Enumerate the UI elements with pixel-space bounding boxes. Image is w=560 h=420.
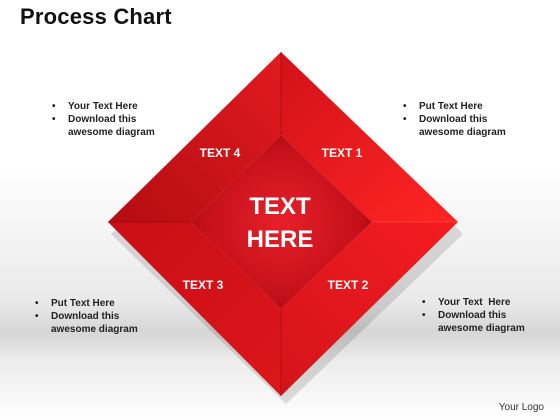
callout-top-left: Your Text Here Download this awesome dia… [52, 100, 168, 139]
callout-bottom-left: Put Text Here Download this awesome diag… [35, 297, 151, 336]
center-text-line2: HERE [247, 226, 314, 253]
callout-item: Download this awesome diagram [422, 309, 538, 335]
callout-top-right: Put Text Here Download this awesome diag… [403, 100, 519, 139]
callout-item: Put Text Here [35, 297, 151, 310]
segment-top-left [108, 52, 281, 222]
callout-item: Download this awesome diagram [403, 113, 519, 139]
page-title: Process Chart [20, 4, 172, 29]
segment-bottom-right [281, 222, 458, 396]
callout-item: Download this awesome diagram [52, 113, 168, 139]
label-text-2: TEXT 2 [328, 278, 369, 292]
callout-item: Put Text Here [403, 100, 519, 113]
callout-item: Your Text Here [422, 296, 538, 309]
label-text-4: TEXT 4 [200, 146, 241, 160]
callout-item: Your Text Here [52, 100, 168, 113]
label-text-1: TEXT 1 [322, 146, 363, 160]
callout-bottom-right: Your Text Here Download this awesome dia… [422, 296, 538, 335]
label-text-3: TEXT 3 [183, 278, 224, 292]
segment-top-right [281, 52, 458, 222]
segment-bottom-left [108, 222, 281, 396]
callout-item: Download this awesome diagram [35, 310, 151, 336]
center-text-line1: TEXT [249, 193, 311, 220]
center-diamond [191, 135, 372, 309]
logo-text: Your Logo [498, 402, 544, 413]
